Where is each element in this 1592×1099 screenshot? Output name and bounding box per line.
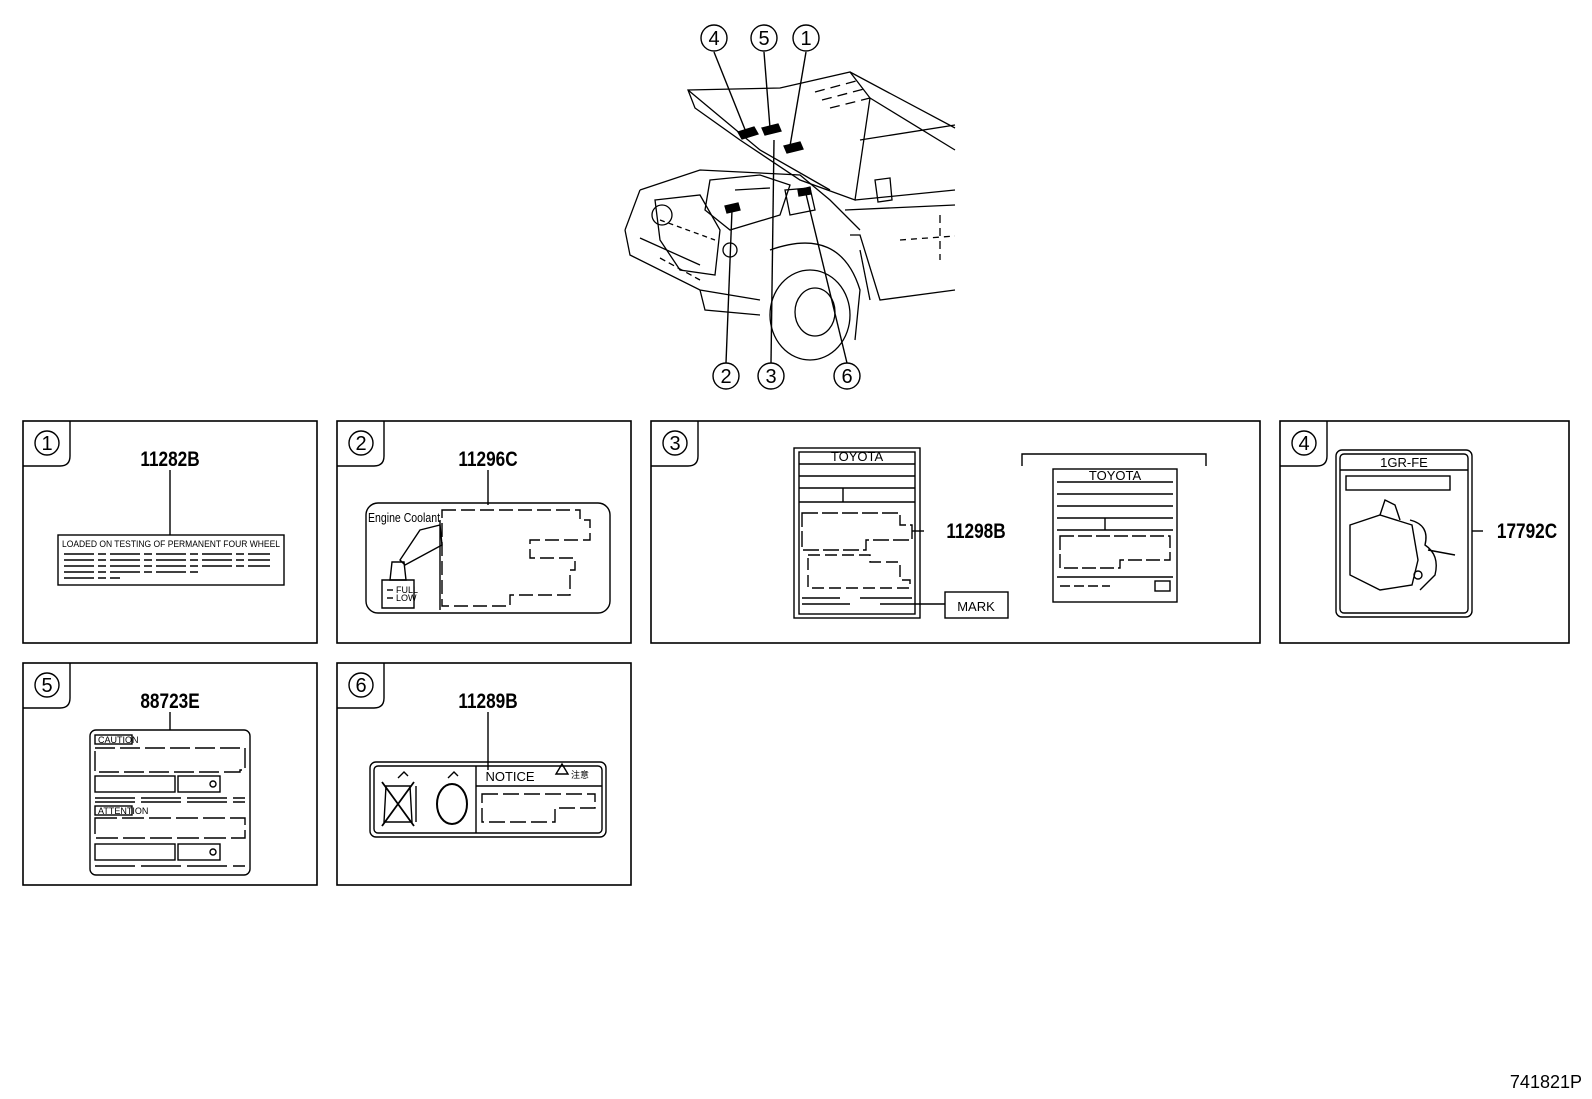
panel-3-labels — [793, 447, 1207, 619]
panel-2-index: 2 — [355, 433, 366, 455]
panel-2-label — [365, 470, 611, 614]
callout-4-text: 4 — [708, 28, 719, 50]
panel-5-index: 5 — [41, 675, 52, 697]
notice-heading: NOTICE — [485, 769, 534, 784]
panel-6-index: 6 — [355, 675, 366, 697]
callout-6-text: 6 — [841, 366, 852, 388]
top-callouts — [700, 24, 861, 390]
mark-box-label: MARK — [957, 599, 995, 614]
vehicle-illustration — [624, 71, 956, 361]
panel-4-index: 4 — [1298, 433, 1309, 455]
panel-5-label — [89, 712, 251, 876]
callout-6 — [833, 362, 861, 390]
panel-1-index: 1 — [41, 433, 52, 455]
panel-1-label-text: LOADED ON TESTING OF PERMANENT FOUR WHEE… — [62, 539, 280, 549]
panel-3-index: 3 — [669, 433, 680, 455]
toyota-brand-b: TOYOTA — [1089, 468, 1142, 483]
panel-3-part-number: 11298B — [946, 521, 1005, 544]
panel-frames — [22, 420, 1570, 886]
coolant-low-mark: LOW — [396, 593, 417, 603]
caution-heading: CAUTION — [98, 735, 139, 745]
callout-3-text: 3 — [765, 366, 776, 388]
callout-1-text: 1 — [800, 28, 811, 50]
panel-6-label — [369, 712, 607, 838]
diagram-code: 741821P — [1509, 1072, 1582, 1092]
callout-1 — [792, 24, 820, 52]
callout-5-text: 5 — [758, 28, 769, 50]
coolant-full-mark: FULL — [396, 585, 418, 595]
toyota-brand-a: TOYOTA — [831, 449, 884, 464]
callout-5 — [750, 24, 778, 52]
panel-2-part-number: 11296C — [458, 449, 517, 472]
callout-3 — [757, 362, 785, 390]
panel-4-part-number: 17792C — [1497, 521, 1557, 544]
panel-index-tabs — [23, 421, 1328, 709]
jp-caution-text: 注意 — [571, 769, 589, 780]
panel-4-label — [1335, 449, 1483, 618]
engine-model-text: 1GR-FE — [1380, 455, 1428, 470]
callout-2-text: 2 — [720, 366, 731, 388]
callout-4 — [700, 24, 728, 52]
panel-6-part-number: 11289B — [458, 691, 517, 714]
panel-1-label — [57, 470, 285, 586]
attention-heading: ATTENTION — [98, 806, 148, 816]
panel-1-part-number: 11282B — [140, 449, 199, 472]
engine-coolant-title: Engine Coolant — [368, 510, 440, 525]
callout-2 — [712, 362, 740, 390]
panel-5-part-number: 88723E — [140, 691, 200, 714]
